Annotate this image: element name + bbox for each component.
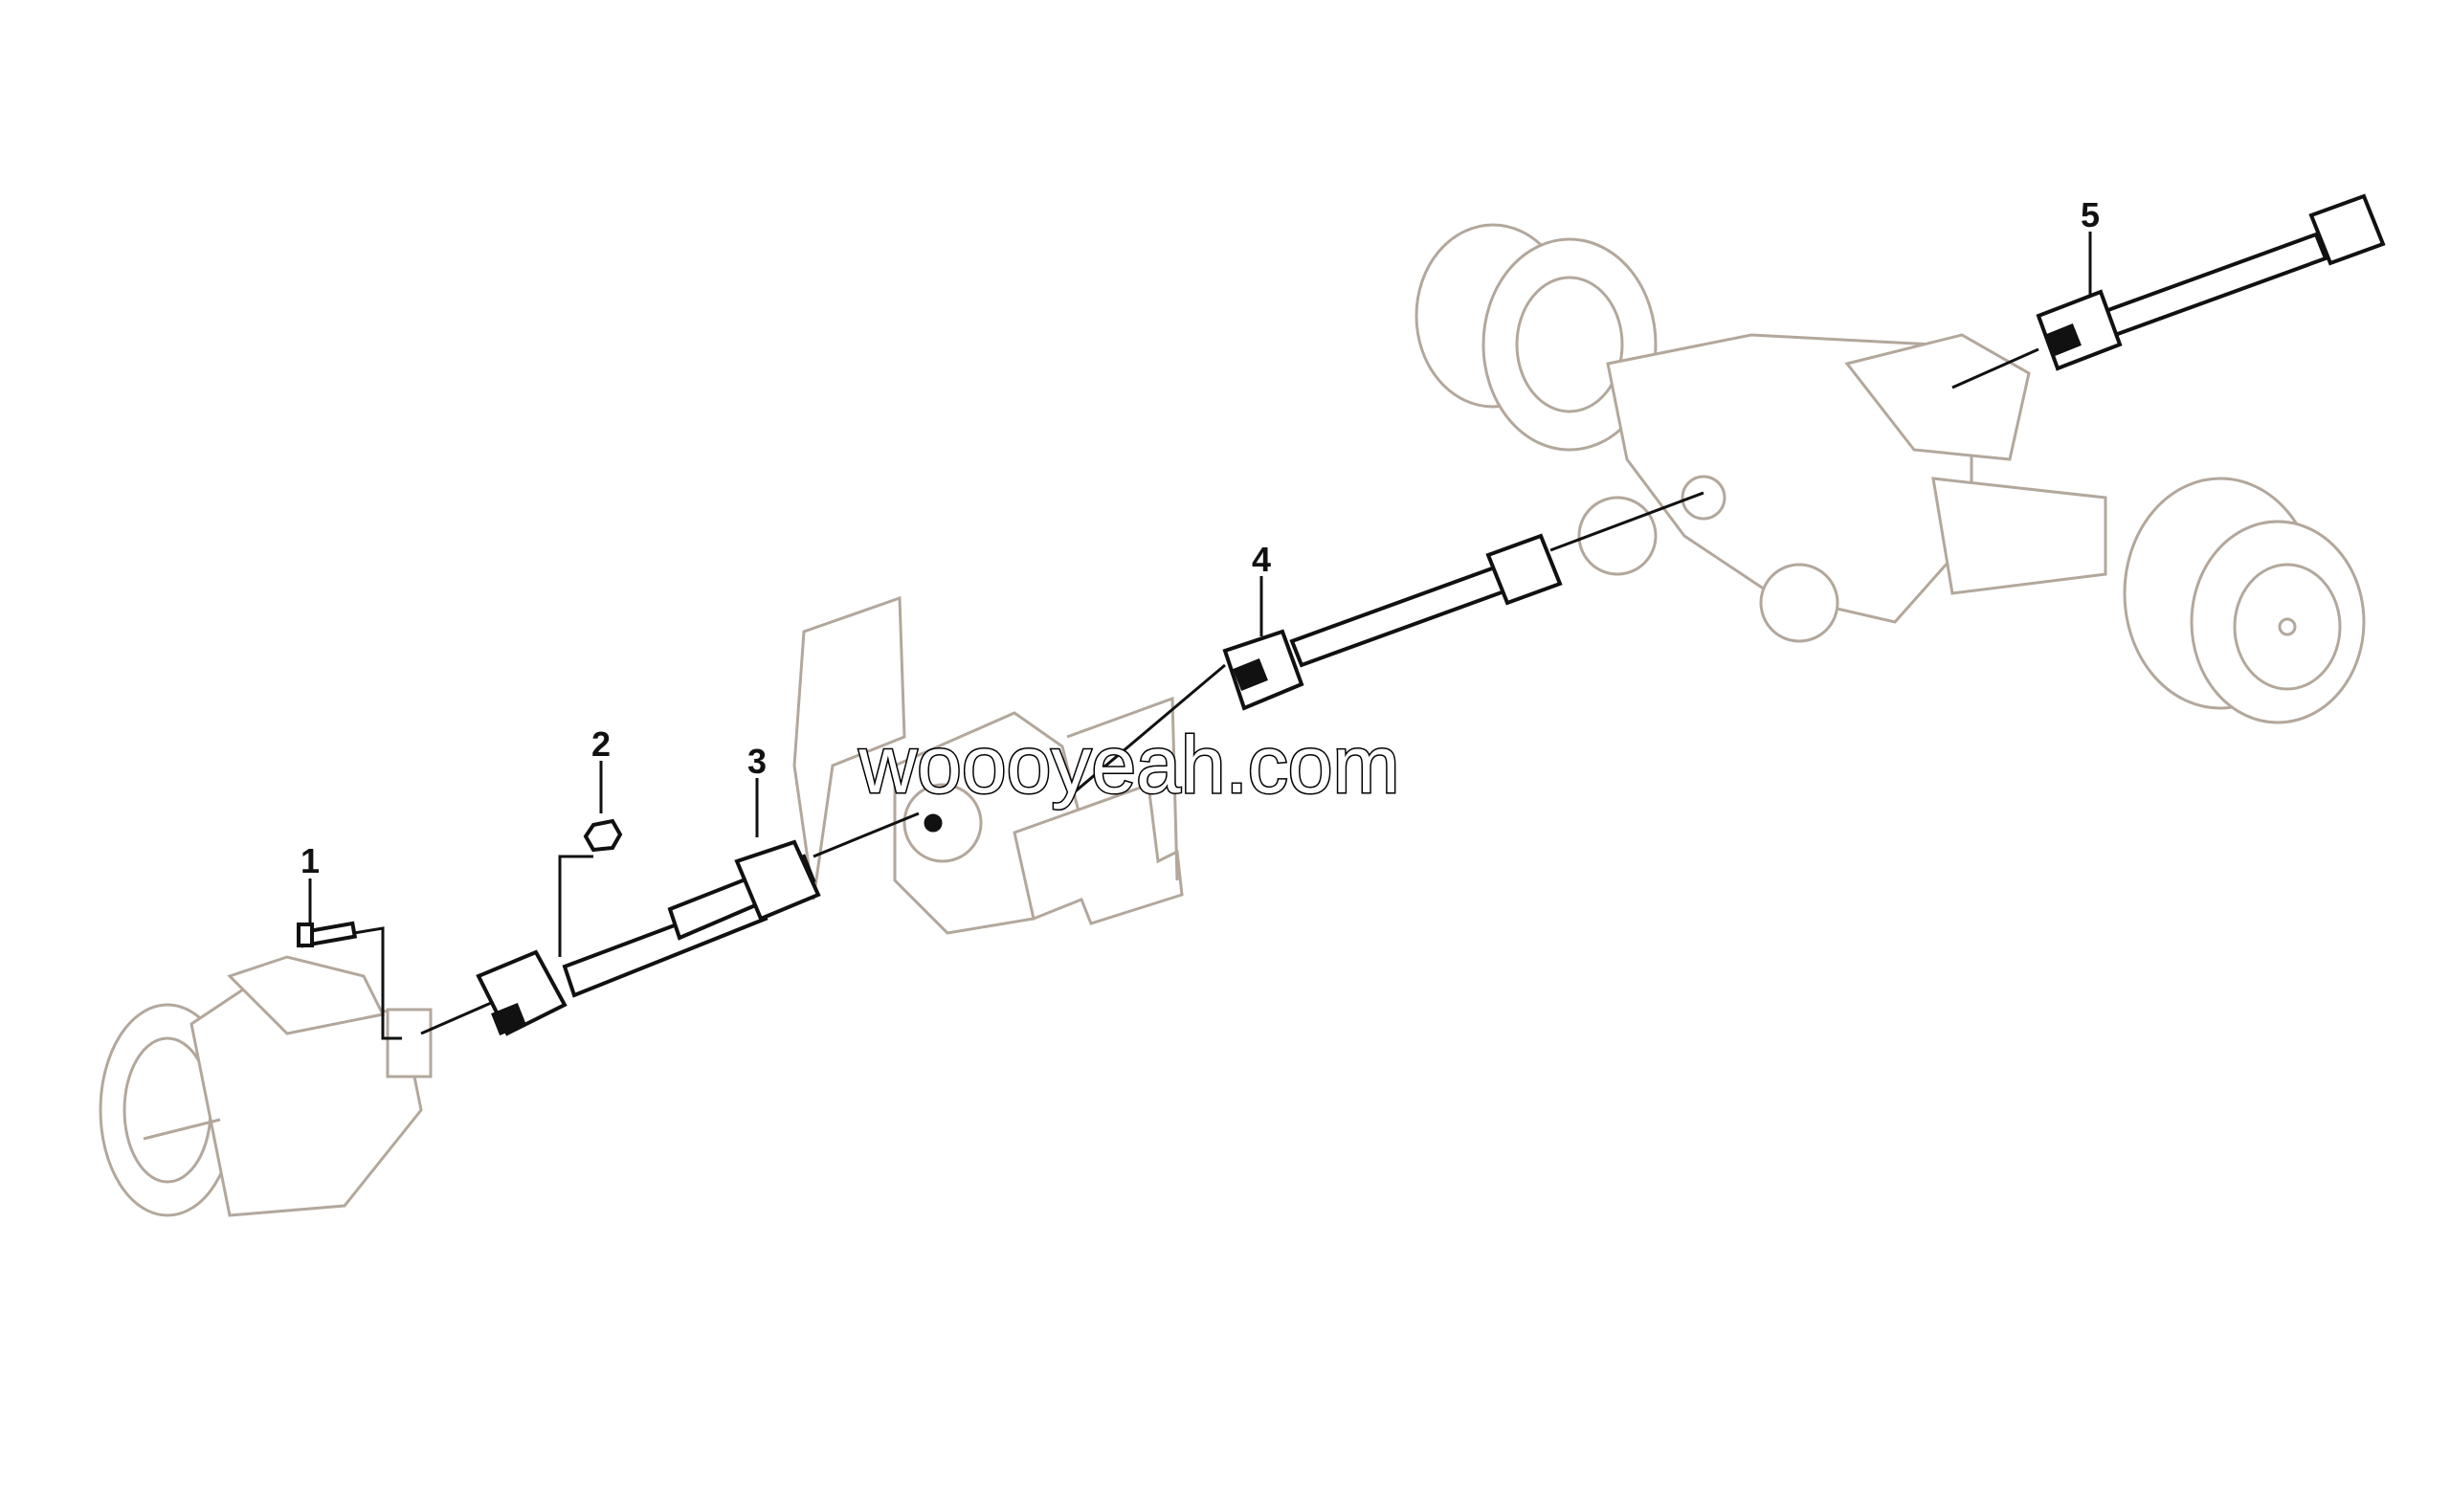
callout-4: 4 <box>1252 540 1271 579</box>
callout-1: 1 <box>301 841 320 880</box>
bolt-part <box>297 921 358 948</box>
nut-part <box>583 818 623 853</box>
rear-axle <box>1414 223 2366 724</box>
front-propeller-shaft <box>476 839 821 1036</box>
fan-bracket-assembly <box>792 595 1184 935</box>
callout-2: 2 <box>591 724 611 764</box>
rear-propeller-shaft <box>2036 193 2386 371</box>
watermark: woooyeah.com <box>858 720 1400 810</box>
callout-3: 3 <box>747 742 767 781</box>
shaft-centerlines <box>420 347 2039 1035</box>
intermediate-propeller-shaft <box>1222 533 1563 711</box>
callout-5: 5 <box>2081 195 2100 234</box>
transmission <box>99 955 433 1217</box>
leader-lines <box>308 232 2092 1040</box>
